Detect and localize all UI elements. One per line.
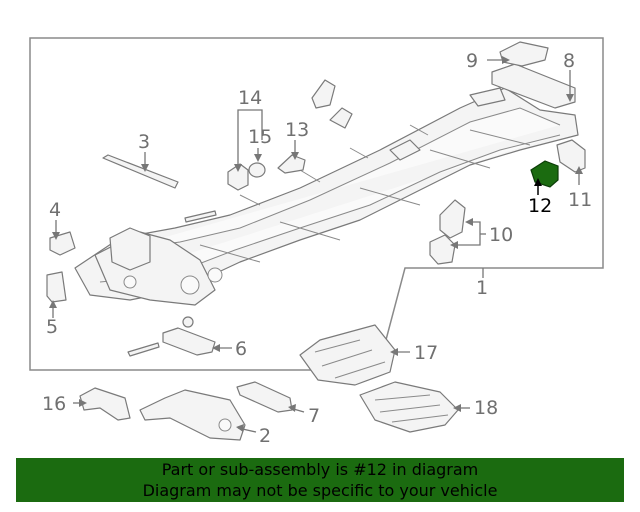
callout-17: 17 [414, 342, 438, 364]
callout-6: 6 [235, 338, 247, 360]
arrowhead [453, 404, 461, 412]
callout-11: 11 [568, 189, 592, 211]
arrowhead [49, 300, 57, 308]
callout-3: 3 [138, 131, 150, 153]
part-5-bracket [46, 271, 67, 303]
arrowhead [52, 232, 60, 240]
arrowhead [254, 154, 262, 162]
callout-2: 2 [259, 425, 271, 447]
arrowhead [465, 218, 473, 226]
part-15-bushing [248, 162, 266, 178]
part-17-skid-plate [299, 324, 396, 386]
nut [182, 316, 194, 328]
arrowhead-12 [534, 178, 542, 186]
part-9-bracket [499, 41, 549, 67]
arrowhead [291, 152, 299, 160]
arrowhead [141, 164, 149, 172]
callout-13: 13 [285, 119, 309, 141]
callout-1: 1 [476, 277, 488, 299]
part-3-rod [102, 154, 179, 189]
part-2-crossmember [139, 389, 246, 441]
part-13-bracket [277, 154, 306, 174]
part-16-bracket [79, 387, 131, 421]
callout-10: 10 [489, 224, 513, 246]
frame-assembly-box [29, 37, 604, 371]
hole [218, 418, 232, 432]
small-bracket [311, 79, 336, 109]
arrowhead [236, 424, 244, 432]
callout-18: 18 [474, 397, 498, 419]
part-6-plate [162, 327, 216, 356]
part-12-mount-highlighted [530, 160, 559, 188]
leader-14 [237, 109, 263, 170]
arrowhead [212, 344, 220, 352]
arrowhead [575, 166, 583, 174]
bolt [184, 210, 217, 223]
info-banner: Part or sub-assembly is #12 in diagram D… [16, 458, 624, 502]
arrowhead [390, 348, 398, 356]
arrowhead [288, 404, 296, 412]
bolt [127, 342, 160, 357]
part-10-bracket-lower [429, 234, 456, 265]
callout-14: 14 [238, 87, 262, 109]
banner-line-2: Diagram may not be specific to your vehi… [142, 481, 498, 500]
callout-16: 16 [42, 393, 66, 415]
part-7-bracket [236, 381, 293, 413]
arrowhead [566, 94, 574, 102]
arrowhead [234, 164, 242, 172]
callout-8: 8 [563, 50, 575, 72]
frame-rails [74, 87, 579, 306]
part-18-skid-plate [359, 381, 459, 433]
callout-7: 7 [308, 405, 320, 427]
part-11-bracket [556, 139, 586, 173]
callout-12: 12 [528, 195, 552, 217]
arrowhead [502, 56, 510, 64]
callout-9: 9 [466, 50, 478, 72]
arrowhead [79, 399, 87, 407]
callout-15: 15 [248, 126, 272, 148]
callout-4: 4 [49, 199, 61, 221]
banner-line-1: Part or sub-assembly is #12 in diagram [161, 460, 479, 479]
part-10-bracket-upper [439, 199, 466, 239]
arrowhead [450, 241, 458, 249]
small-bracket [329, 107, 353, 129]
callout-5: 5 [46, 316, 58, 338]
